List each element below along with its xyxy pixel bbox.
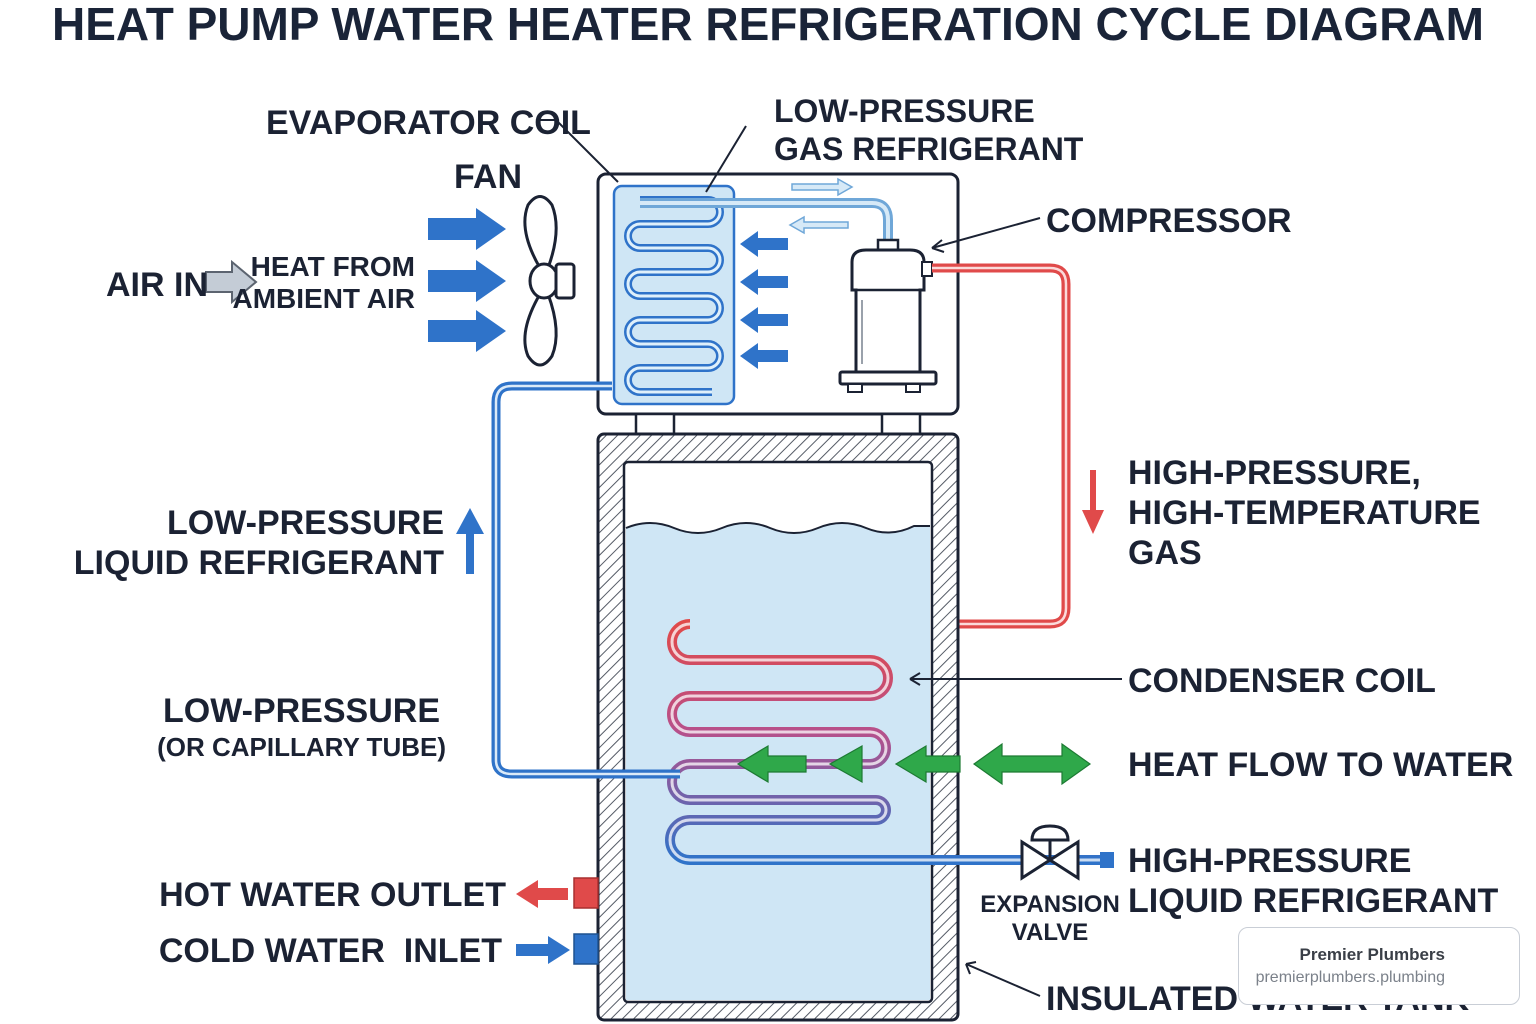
label-hp-liquid-1: HIGH-PRESSURE <box>1128 842 1411 880</box>
label-evaporator-coil: EVAPORATOR COIL <box>266 104 591 142</box>
air-in-arrow <box>205 259 258 305</box>
label-hp-liquid-2: LIQUID REFRIGERANT <box>1128 882 1498 920</box>
label-compressor: COMPRESSOR <box>1046 202 1292 240</box>
label-hp-gas-3: GAS <box>1128 534 1202 572</box>
watermark-url: premierplumbers.plumbing <box>1255 969 1445 986</box>
gas-flow-arrow-left <box>788 215 849 235</box>
label-lp-liquid-1: LOW-PRESSURE <box>167 504 444 542</box>
label-expansion-2: VALVE <box>1012 919 1088 946</box>
label-lp-gas-2: GAS REFRIGERANT <box>774 131 1084 167</box>
label-heat-from-1: HEAT FROM <box>251 251 415 282</box>
fan-icon <box>523 195 576 367</box>
label-hp-gas-2: HIGH-TEMPERATURE <box>1128 494 1481 532</box>
cold-water-arrow <box>516 936 570 964</box>
expansion-valve <box>1020 824 1114 881</box>
air-in-arrows <box>428 208 506 352</box>
label-heat-flow: HEAT FLOW TO WATER <box>1128 746 1513 784</box>
label-condenser-coil: CONDENSER COIL <box>1128 662 1436 700</box>
watermark-name: Premier Plumbers <box>1299 945 1445 964</box>
air-flow-arrows-inner <box>740 231 788 369</box>
compressor <box>838 238 938 393</box>
gas-flow-arrow-right <box>791 177 854 197</box>
label-heat-from-2: AMBIENT AIR <box>232 283 415 314</box>
label-lp-liquid-2: LIQUID REFRIGERANT <box>74 544 444 582</box>
label-lp-gas-1: LOW-PRESSURE <box>774 93 1035 129</box>
hot-water-port <box>573 877 599 909</box>
label-hp-gas-1: HIGH-PRESSURE, <box>1128 454 1421 492</box>
label-fan: FAN <box>454 158 522 196</box>
cold-water-port <box>573 933 599 965</box>
hot-water-arrow <box>516 880 568 908</box>
label-lp-tube-1: LOW-PRESSURE <box>163 692 440 730</box>
label-expansion-1: EXPANSION <box>980 891 1120 918</box>
lp-liquid-up-arrow <box>456 508 484 574</box>
label-cold-water: COLD WATER INLET <box>159 932 502 970</box>
hp-gas-down-arrow <box>1082 470 1104 534</box>
label-hot-water: HOT WATER OUTLET <box>159 876 506 914</box>
diagram-title: HEAT PUMP WATER HEATER REFRIGERATION CYC… <box>52 0 1484 50</box>
label-lp-tube-2: (OR CAPILLARY TUBE) <box>157 732 446 762</box>
watermark-badge: Premier Plumbers premierplumbers.plumbin… <box>1238 927 1520 1005</box>
leader-lines <box>540 119 1122 997</box>
label-air-in: AIR IN <box>106 266 208 304</box>
heat-flow-arrows <box>736 742 1092 786</box>
